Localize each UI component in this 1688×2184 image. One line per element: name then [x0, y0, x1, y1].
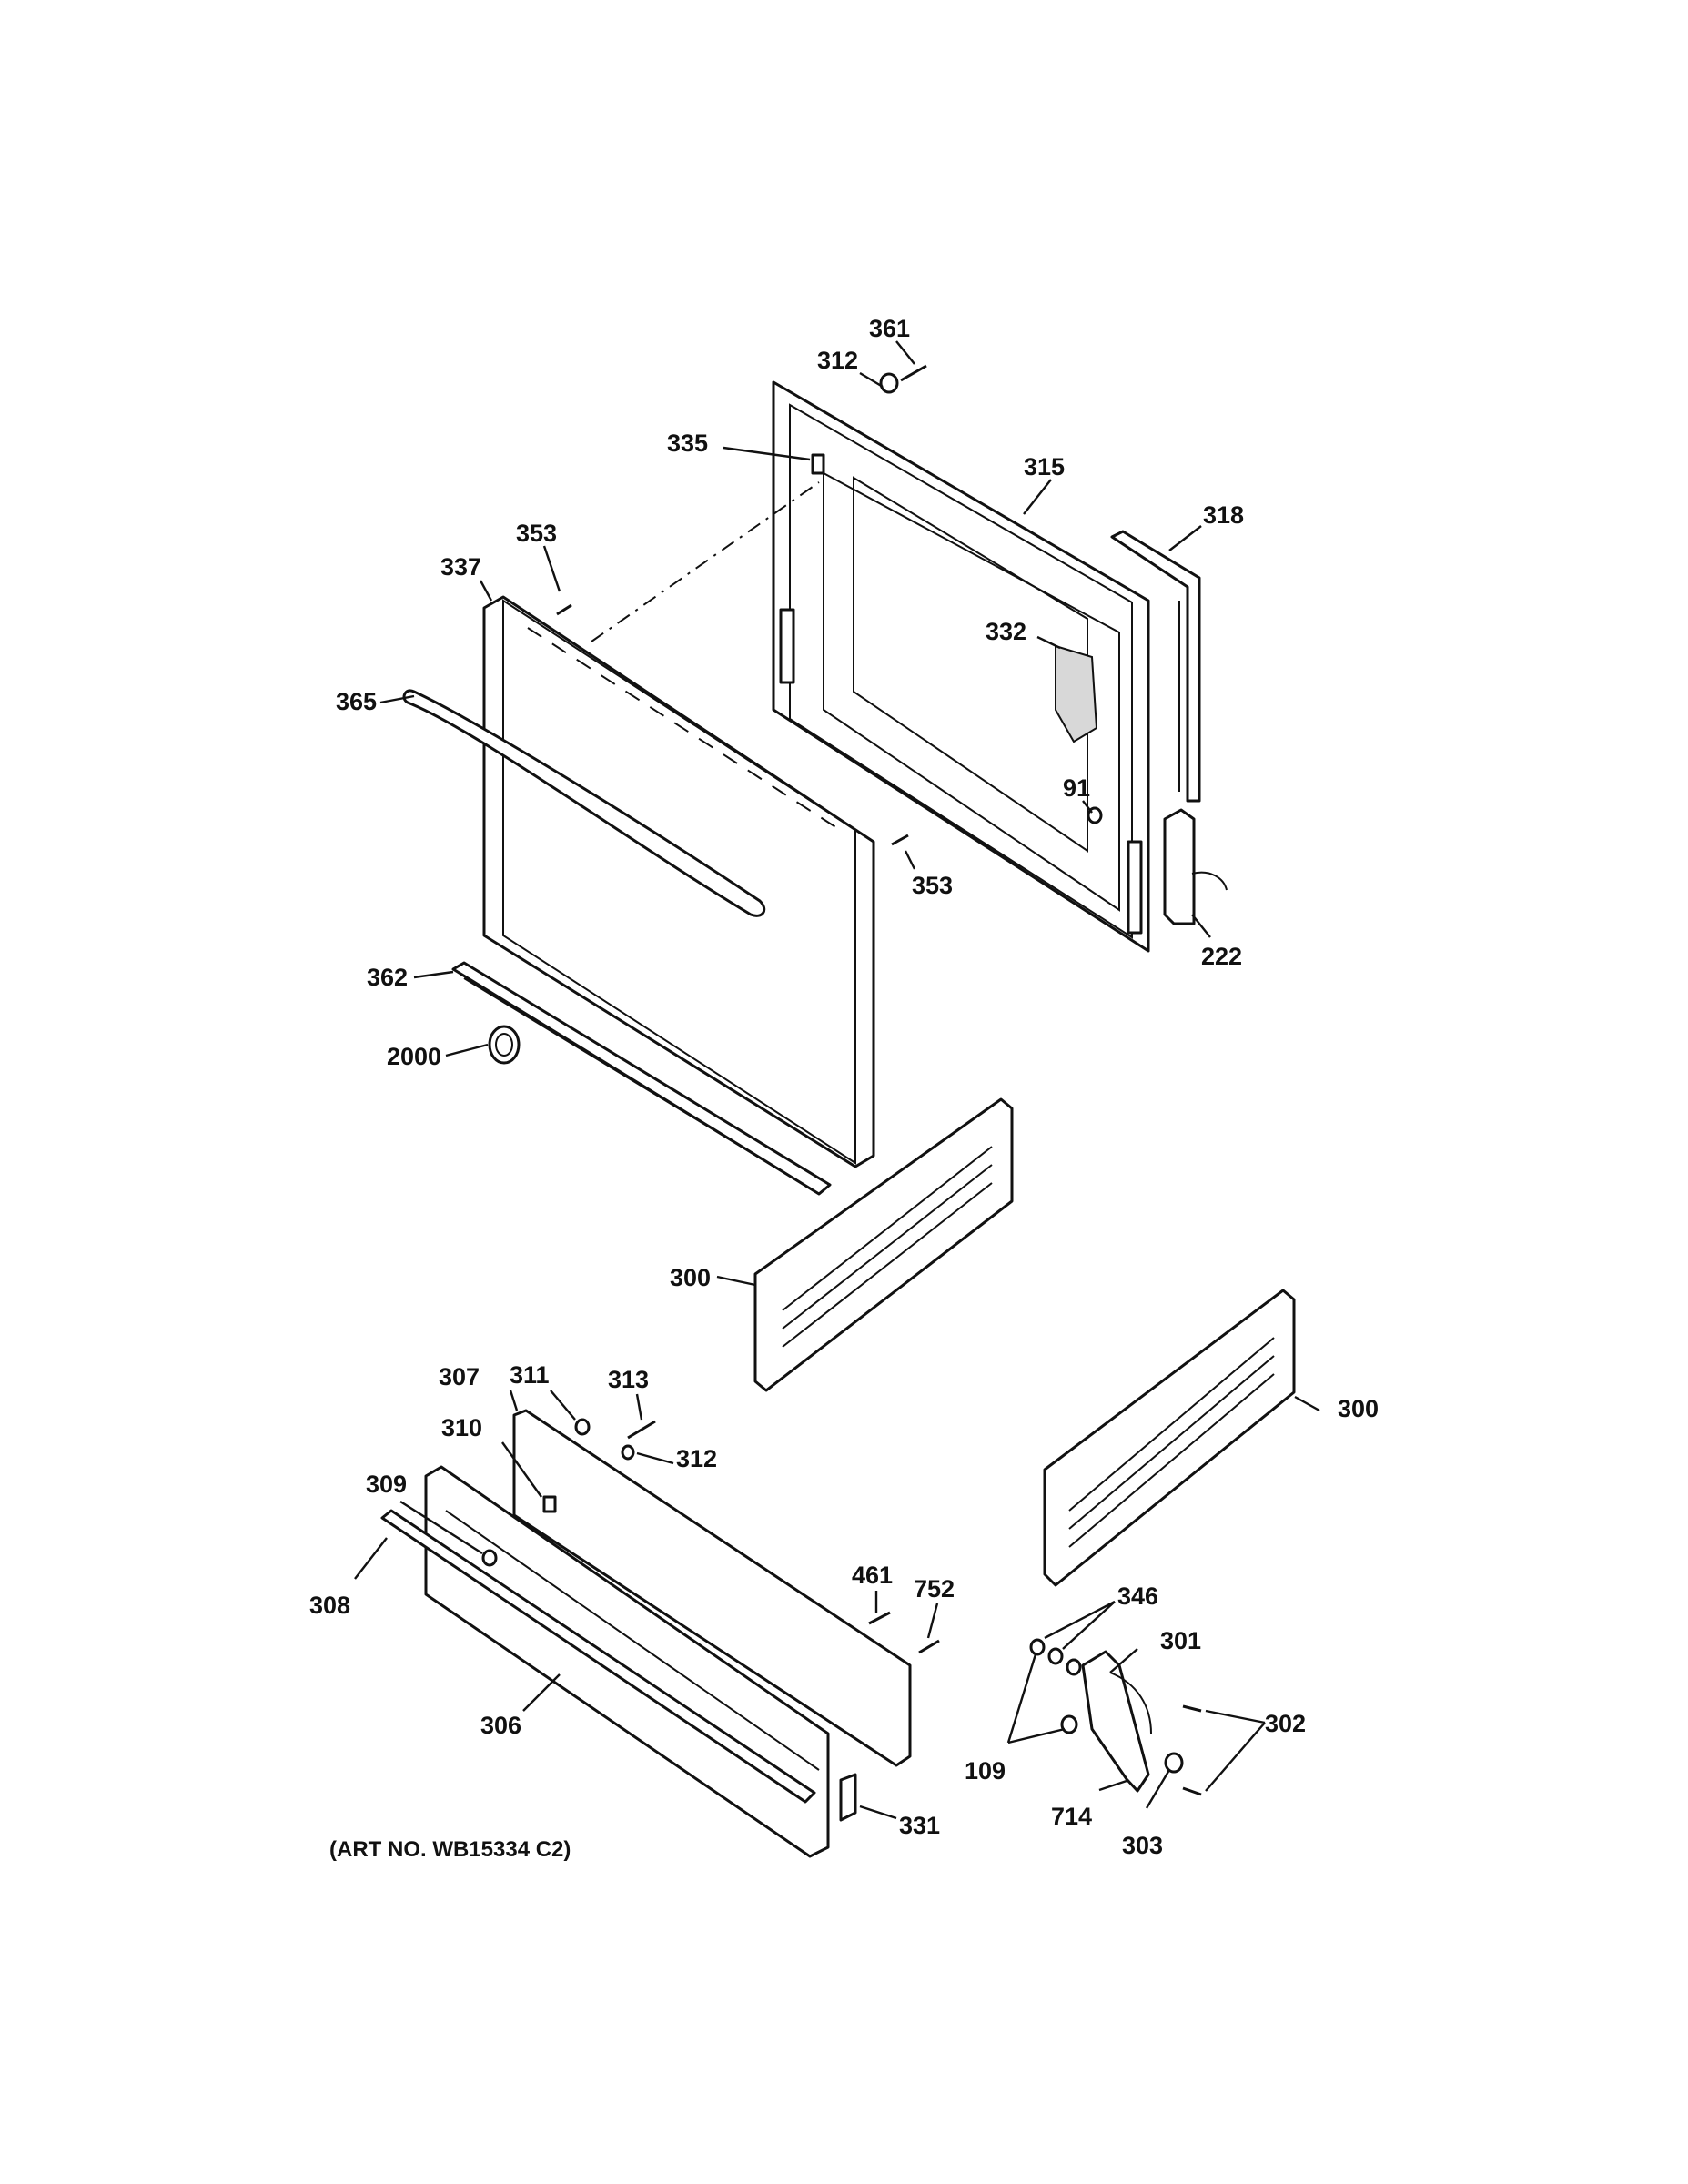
- callout-308: 308: [309, 1592, 350, 1619]
- callout-346: 346: [1117, 1582, 1158, 1610]
- callout-313: 313: [608, 1366, 649, 1393]
- alignment-line: [591, 481, 820, 642]
- vent-trim-part: [451, 961, 832, 1196]
- callout-2000: 2000: [387, 1043, 441, 1070]
- callout-752: 752: [914, 1575, 955, 1603]
- door-hinge-part: [1163, 808, 1228, 925]
- callout-318: 318: [1203, 501, 1244, 529]
- callout-302: 302: [1265, 1710, 1306, 1737]
- callout-362: 362: [367, 964, 408, 991]
- outer-door-panel-part: [482, 595, 875, 1168]
- leader-lines: [354, 340, 1320, 1820]
- drawer-hinge-bracket-part: [1081, 1650, 1152, 1793]
- drawer-panel-upper-part: [753, 1097, 1014, 1392]
- callout-310: 310: [441, 1414, 482, 1441]
- callout-461: 461: [852, 1562, 893, 1589]
- door-gasket-part: [1110, 530, 1201, 803]
- art-number: (ART NO. WB15334 C2): [329, 1837, 571, 1862]
- drawer-front-part: [424, 1465, 830, 1858]
- drawer-panel-lower-part: [1043, 1289, 1296, 1587]
- callout-91: 91: [1063, 774, 1090, 802]
- callout-300: 300: [670, 1264, 711, 1291]
- callout-315: 315: [1024, 453, 1065, 480]
- callout-714: 714: [1051, 1803, 1092, 1830]
- drawer-trim-part: [380, 1509, 816, 1804]
- fasteners: [481, 364, 1202, 1796]
- callout-labels: 361 312 335 315 318 353 337 332 365 91 3…: [309, 315, 1379, 1859]
- callout-337: 337: [440, 553, 481, 581]
- inner-door-frame-part: [772, 380, 1150, 953]
- callout-312: 312: [817, 347, 858, 374]
- callout-301: 301: [1160, 1627, 1201, 1654]
- drawer-back-part: [512, 1409, 912, 1767]
- callout-300b: 300: [1338, 1395, 1379, 1422]
- callout-361: 361: [869, 315, 910, 342]
- callout-109: 109: [965, 1757, 1006, 1785]
- callout-365: 365: [336, 688, 377, 715]
- callout-309: 309: [366, 1471, 407, 1498]
- drawer-bracket-part: [839, 1773, 857, 1822]
- callout-335: 335: [667, 430, 708, 457]
- logo-badge-part: [488, 1025, 521, 1065]
- callout-311: 311: [510, 1361, 550, 1389]
- callout-222: 222: [1201, 943, 1242, 970]
- callout-303: 303: [1122, 1832, 1163, 1859]
- callout-353b: 353: [912, 872, 953, 899]
- callout-307: 307: [439, 1363, 480, 1390]
- callout-312b: 312: [676, 1445, 717, 1472]
- callout-332: 332: [986, 618, 1026, 645]
- callout-353: 353: [516, 520, 557, 547]
- callout-331: 331: [899, 1812, 940, 1839]
- door-handle-part: [402, 689, 766, 917]
- callout-306: 306: [480, 1712, 521, 1739]
